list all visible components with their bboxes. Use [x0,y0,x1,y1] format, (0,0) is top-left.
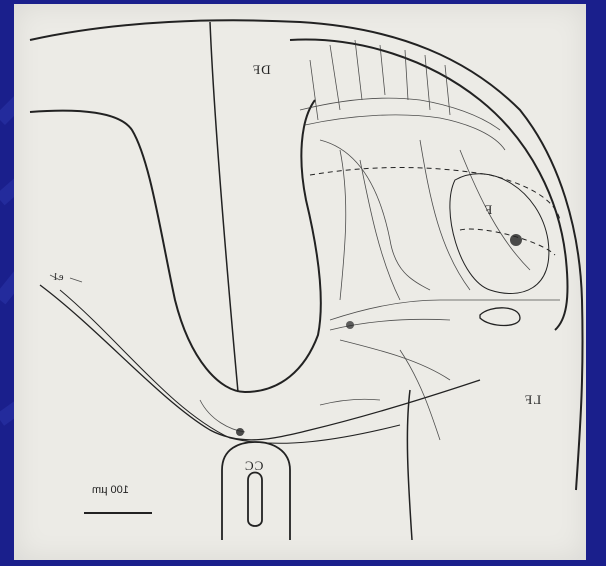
label-df: DF [252,62,271,78]
label-f: F [484,202,492,218]
scale-bar-label: 100 µm [92,484,129,496]
label-cc: CC [244,458,263,474]
label-lf: LF [524,392,541,408]
scale-bar [84,512,152,514]
label-e1: e1 [52,272,63,283]
